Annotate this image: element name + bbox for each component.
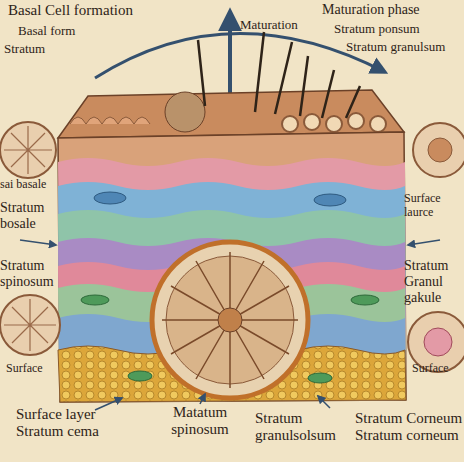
leader-arrow [200,394,205,404]
inset-circle [0,122,56,178]
leader-arrow [95,398,122,410]
inset-detail [4,299,56,351]
layer-band [58,132,406,402]
layer-band [58,158,406,402]
follicle-section [152,242,308,398]
layer-label: Stratum [4,42,45,57]
cell [314,194,346,206]
surface-cell [282,116,298,132]
cycle-arrow [95,33,385,78]
layer-label: Maturation phase [322,2,420,18]
layer-band [58,210,406,402]
layer-band [58,238,406,402]
cell [81,295,109,305]
inset-detail [428,138,452,162]
surface-cell [304,114,320,130]
inset-circle [0,295,60,355]
cell [94,192,126,204]
hair-shafts [198,32,360,118]
follicle-segments [162,252,298,388]
inset-detail [4,126,52,174]
follicle-center [218,308,242,332]
surface-cell [326,116,342,132]
layer-label: Surface [412,362,449,376]
layer-label: Basal Cell formation [8,2,133,19]
layer-label: Stratum granulsum [346,40,445,55]
layer-label: Stratum Granul gakule [404,258,462,306]
layer-label: Surface laurce [404,192,462,220]
layer-label: Basal form [18,24,75,39]
layer-label: Stratum Corneum Stratum corneum [355,410,463,445]
inset-detail [424,328,452,356]
layer-label: Surface [6,362,43,376]
leader-arrow [318,396,330,408]
skin-surface [58,90,404,138]
surface-cell [348,113,364,129]
layer-label: Stratum bosale [0,200,60,232]
layer-band [58,182,406,402]
layer-label: Stratum spinosum [0,258,62,290]
surface-cell [370,116,386,132]
layer-label: Stratum granulsolsum [255,410,355,445]
layer-label: Stratum ponsum [334,22,420,37]
leader-arrow [20,240,56,245]
cell [308,373,332,383]
inset-circle [413,123,464,177]
surface-cells [70,117,150,124]
layer-label: Maturation [240,18,298,33]
cell [351,295,379,305]
leader-arrow [408,240,440,245]
layer-label: sai basale [0,178,46,192]
cell [128,371,152,381]
layer-label: Matatum spinosum [150,404,250,439]
surface-cell-cluster [165,92,205,132]
layer-label: Surface layer Stratum cema [16,406,126,441]
